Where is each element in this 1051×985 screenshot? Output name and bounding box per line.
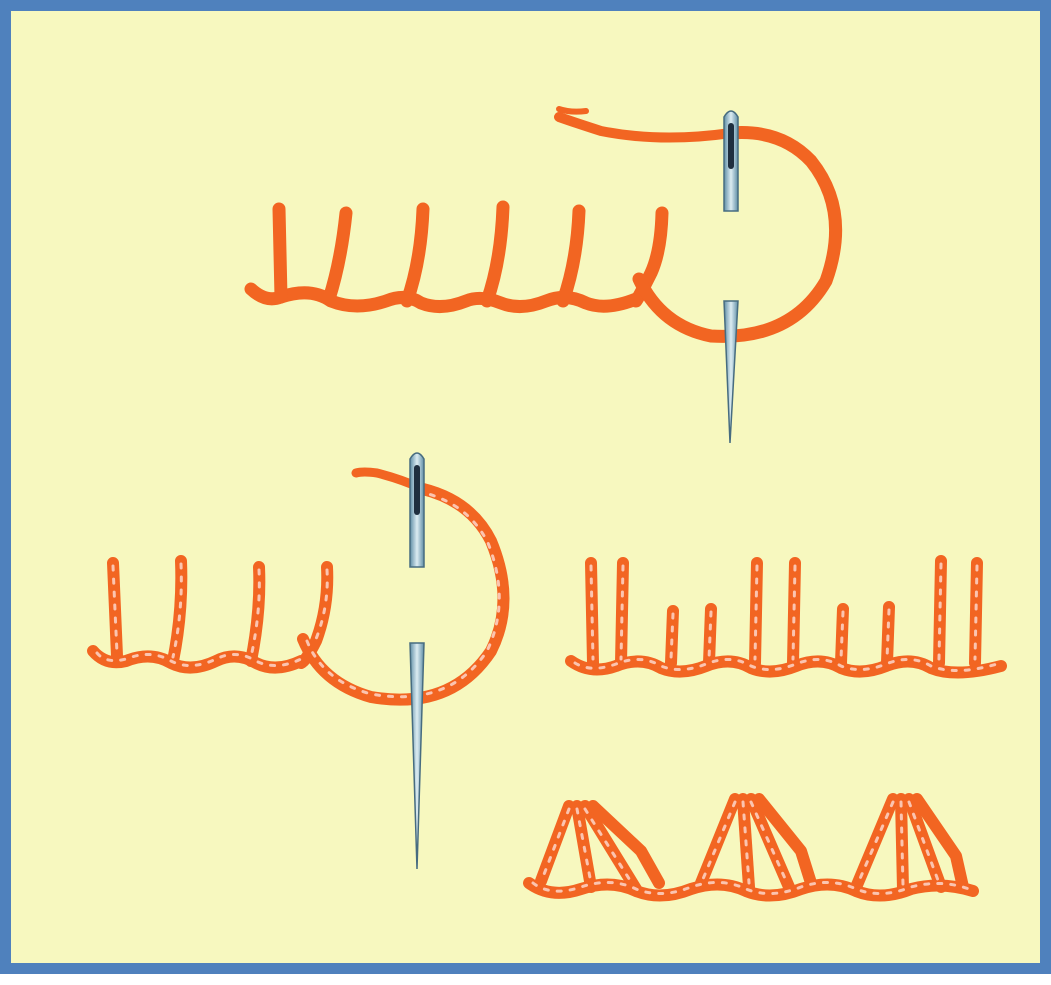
blanket-stitch-illustration: [87, 106, 1007, 902]
solid-buttonhole-stitch: [244, 106, 843, 343]
stitch-baseline: [87, 645, 307, 674]
thread-texture: [573, 562, 999, 673]
thread-tail-end: [556, 106, 589, 115]
stitch-leg: [556, 204, 586, 308]
triangle-stitch: [587, 800, 665, 889]
needle-icon: [409, 452, 425, 870]
alternating-length-buttonhole-stitch: [565, 555, 1007, 679]
triangle-stitch: [911, 793, 969, 893]
triangle-buttonhole-stitch: [523, 793, 979, 902]
thread-tail: [554, 112, 736, 143]
stitch-leg: [629, 206, 669, 308]
working-thread-loop: [632, 126, 843, 343]
stitch-leg: [322, 206, 353, 306]
thread-texture: [531, 800, 971, 895]
stitch-leg: [272, 202, 288, 304]
working-thread-loop: [297, 483, 510, 706]
needle-icon: [723, 110, 739, 444]
stitch-baseline: [565, 655, 1007, 679]
triangle-stitch: [753, 793, 817, 889]
thread-texture: [95, 491, 501, 699]
stitch-leg: [480, 200, 510, 308]
stitch-leg: [167, 555, 188, 667]
textured-buttonhole-stitch: [87, 467, 510, 706]
stitch-baseline: [244, 282, 643, 313]
stitch-leg: [400, 202, 430, 308]
